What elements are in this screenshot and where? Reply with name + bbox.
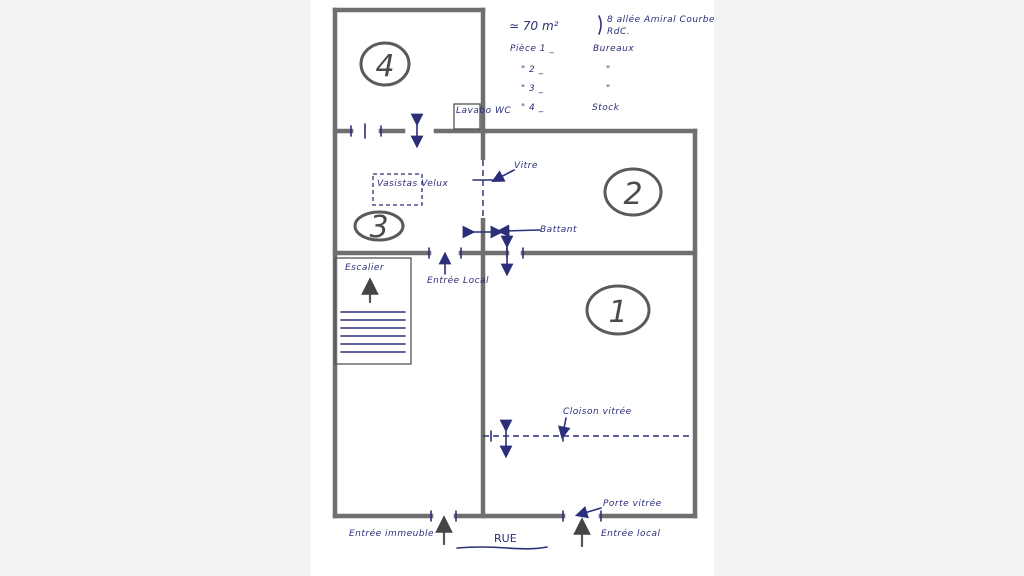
legend-row-4-use: Stock: [592, 103, 620, 113]
room-2-number: 2: [623, 177, 642, 212]
room-1-number: 1: [608, 295, 627, 330]
plan-sheet: Lavabo WC Vasistas Velux Escalier 4 3 2 …: [311, 0, 714, 576]
entree-immeuble-label: Entrée immeuble: [349, 528, 434, 539]
legend-row-2-num: " 2 _: [521, 65, 544, 75]
room-1-circle: [585, 284, 651, 336]
cloison-vitree-label: Cloison vitrée: [563, 406, 632, 417]
entree-local-street-label: Entrée local: [601, 528, 661, 539]
escalier-label: Escalier: [345, 263, 385, 273]
rue-label: RUE: [494, 532, 517, 545]
vitre-label: Vitre: [514, 161, 538, 171]
legend-row-1-num: Pièce 1 _: [510, 43, 554, 54]
legend-row-2-use: ": [606, 65, 611, 75]
porte-vitree-label: Porte vitrée: [603, 498, 662, 509]
room-4-circle: [359, 41, 411, 87]
vasistas-velux-box: [372, 173, 423, 206]
legend-row-3-num: " 3 _: [521, 84, 544, 94]
entree-local-inner-label: Entrée Local: [427, 275, 489, 286]
legend: Pièce 1 _ Bureaux " 2 _ " " 3 _ " " 4 _ …: [510, 43, 634, 113]
walls: [332, 7, 698, 519]
room-2-circle: [603, 167, 663, 217]
room-4-number: 4: [375, 49, 394, 84]
area-text: ≃ 70 m²: [509, 19, 559, 33]
battant-label: Battant: [540, 225, 577, 235]
lavabo-wc-box: [453, 103, 481, 130]
legend-row-3-use: ": [606, 84, 611, 94]
stair-steps: [340, 311, 406, 353]
level-text: RdC.: [607, 27, 630, 37]
lavabo-wc-label: Lavabo WC: [456, 106, 511, 116]
room-3-number: 3: [369, 210, 388, 245]
floor-plan: Lavabo WC Vasistas Velux Escalier 4 3 2 …: [332, 7, 714, 550]
vasistas-velux-label: Vasistas Velux: [377, 179, 448, 189]
escalier-box: [334, 257, 412, 365]
room-3-circle: [353, 210, 405, 242]
address-text: 8 allée Amiral Courbet: [607, 14, 714, 25]
legend-row-4-num: " 4 _: [521, 103, 544, 113]
legend-row-1-use: Bureaux: [593, 44, 634, 54]
